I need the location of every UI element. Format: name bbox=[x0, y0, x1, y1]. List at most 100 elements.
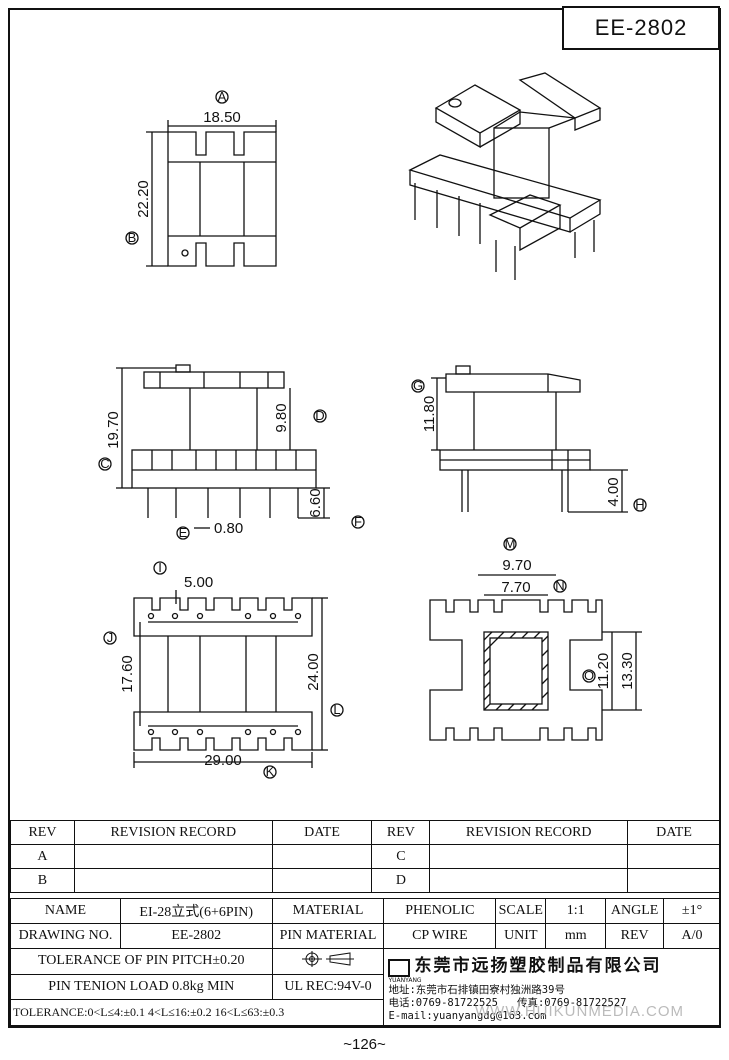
info-row-pitch: TOLERANCE OF PIN PITCH±0.20 东莞市远扬塑胶制品有限公… bbox=[10, 948, 721, 1026]
dim-c-marker: C bbox=[100, 456, 109, 471]
isometric-view bbox=[408, 72, 602, 280]
core-window-view bbox=[429, 537, 642, 741]
dim-o-marker: O bbox=[584, 668, 594, 683]
dim-o-value: 11.20 bbox=[595, 653, 612, 689]
name-label: NAME bbox=[10, 898, 121, 924]
page-number: ~126~ bbox=[343, 1036, 386, 1053]
drawing-sheet bbox=[8, 8, 721, 1028]
dim-o2-value: 13.30 bbox=[619, 652, 636, 690]
dim-a-value: 18.50 bbox=[203, 109, 241, 126]
dim-g-value: 11.80 bbox=[421, 396, 438, 432]
table-cell bbox=[627, 868, 721, 893]
rev-value: A/0 bbox=[663, 923, 721, 949]
part-number: EE-2802 bbox=[594, 15, 688, 40]
dim-n-marker: N bbox=[555, 578, 564, 593]
company-email: E-mail:yuanyangdg@163.com bbox=[388, 1009, 547, 1022]
title-block: NAME EI-28立式(6+6PIN) MATERIAL PHENOLIC S… bbox=[9, 898, 721, 1026]
header-cell: DATE bbox=[627, 820, 721, 845]
unit-label: UNIT bbox=[495, 923, 547, 949]
table-row: A C bbox=[10, 844, 721, 869]
dim-h-marker: H bbox=[635, 497, 644, 512]
table-row: B D bbox=[10, 868, 721, 893]
front-view bbox=[98, 364, 365, 540]
dim-k-value: 29.00 bbox=[204, 752, 242, 769]
dim-i-marker: I bbox=[158, 560, 162, 575]
unit-value: mm bbox=[545, 923, 607, 949]
table-cell: A bbox=[10, 844, 75, 869]
pin-pitch-tolerance: TOLERANCE OF PIN PITCH±0.20 bbox=[10, 948, 273, 975]
table-cell bbox=[271, 868, 373, 893]
company-address: 地址:东莞市石排镇田寮村独洲路39号 bbox=[388, 983, 565, 996]
dim-d-marker: D bbox=[315, 408, 324, 423]
dim-e-marker: E bbox=[179, 525, 188, 540]
pin-material-value: CP WIRE bbox=[383, 923, 497, 949]
company-fax: 传真:0769-81722527 bbox=[516, 996, 627, 1009]
header-cell: DATE bbox=[271, 820, 373, 845]
table-cell bbox=[627, 844, 721, 869]
dim-e-value: 0.80 bbox=[214, 520, 243, 537]
info-row-name: NAME EI-28立式(6+6PIN) MATERIAL PHENOLIC S… bbox=[10, 898, 721, 924]
info-row-tolerance: TOLERANCE:0<L≤4:±0.1 4<L≤16:±0.2 16<L≤63… bbox=[9, 999, 721, 1026]
projection-symbol bbox=[271, 948, 385, 975]
material-label: MATERIAL bbox=[271, 898, 385, 924]
table-cell bbox=[271, 844, 373, 869]
company-phone: 电话:0769-81722525 bbox=[388, 996, 498, 1009]
drawing-no-value: EE-2802 bbox=[119, 923, 273, 949]
table-cell bbox=[429, 868, 629, 893]
ul-rec: UL REC:94V-0 bbox=[271, 973, 385, 1001]
dim-m-marker: M bbox=[505, 536, 516, 551]
dim-i-value: 5.00 bbox=[184, 574, 213, 591]
table-cell: C bbox=[371, 844, 431, 869]
company-block: 东莞市远扬塑胶制品有限公司 YUANYANG 地址:东莞市石排镇田寮村独洲路39… bbox=[383, 948, 721, 1026]
general-tolerance: TOLERANCE:0<L≤4:±0.1 4<L≤16:±0.2 16<L≤63… bbox=[9, 999, 385, 1026]
scale-value: 1:1 bbox=[545, 898, 607, 924]
dim-c-value: 19.70 bbox=[105, 411, 122, 449]
revision-table: REV REVISION RECORD DATE REV REVISION RE… bbox=[10, 820, 721, 893]
dim-d-value: 9.80 bbox=[273, 403, 290, 432]
dim-m-value: 9.70 bbox=[502, 557, 531, 574]
header-cell: REVISION RECORD bbox=[429, 820, 629, 845]
dim-l-value: 24.00 bbox=[305, 653, 322, 691]
angle-value: ±1° bbox=[663, 898, 721, 924]
header-cell: REV bbox=[371, 820, 431, 845]
info-row-tension: PIN TENION LOAD 0.8kg MIN UL REC:94V-0 bbox=[10, 973, 721, 1001]
table-cell bbox=[73, 868, 273, 893]
technical-drawing: 18.50 A 22.20 B bbox=[98, 72, 647, 779]
watermark: WWW.HUIKUNMEDIA.COM bbox=[475, 1003, 684, 1020]
dim-b-value: 22.20 bbox=[135, 180, 152, 218]
dim-a-marker: A bbox=[218, 89, 227, 104]
dim-h-value: 4.00 bbox=[605, 477, 622, 506]
table-cell bbox=[73, 844, 273, 869]
dim-g-marker: G bbox=[413, 378, 423, 393]
rev-label: REV bbox=[605, 923, 665, 949]
header-cell: REV bbox=[10, 820, 75, 845]
dim-l-marker: L bbox=[333, 702, 340, 717]
material-value: PHENOLIC bbox=[383, 898, 497, 924]
name-value: EI-28立式(6+6PIN) bbox=[119, 898, 273, 924]
scale-label: SCALE bbox=[495, 898, 547, 924]
dim-j-value: 17.60 bbox=[119, 655, 136, 693]
projection-symbol-icon bbox=[302, 950, 355, 967]
company-logo bbox=[388, 958, 411, 977]
side-view bbox=[411, 365, 647, 513]
dim-f-value: 6.60 bbox=[307, 488, 324, 517]
dim-j-marker: J bbox=[107, 630, 114, 645]
table-cell: B bbox=[10, 868, 75, 893]
dim-f-marker: F bbox=[354, 514, 362, 529]
pin-tension-load: PIN TENION LOAD 0.8kg MIN bbox=[10, 973, 273, 1001]
table-cell bbox=[429, 844, 629, 869]
bottom-view bbox=[103, 561, 344, 779]
table-cell: D bbox=[371, 868, 431, 893]
drawing-no-label: DRAWING NO. bbox=[10, 923, 121, 949]
dim-k-marker: K bbox=[266, 764, 275, 779]
top-view bbox=[125, 90, 277, 267]
dim-n-value: 7.70 bbox=[501, 579, 530, 596]
info-row-drawing: DRAWING NO. EE-2802 PIN MATERIAL CP WIRE… bbox=[10, 923, 721, 949]
revision-header-row: REV REVISION RECORD DATE REV REVISION RE… bbox=[10, 820, 721, 845]
pin-material-label: PIN MATERIAL bbox=[271, 923, 385, 949]
dim-b-marker: B bbox=[128, 230, 137, 245]
angle-label: ANGLE bbox=[605, 898, 665, 924]
company-logo-text: YUANYANG bbox=[388, 976, 422, 984]
company-name: 东莞市远扬塑胶制品有限公司 bbox=[414, 956, 662, 976]
part-number-box: EE-2802 bbox=[562, 6, 720, 50]
